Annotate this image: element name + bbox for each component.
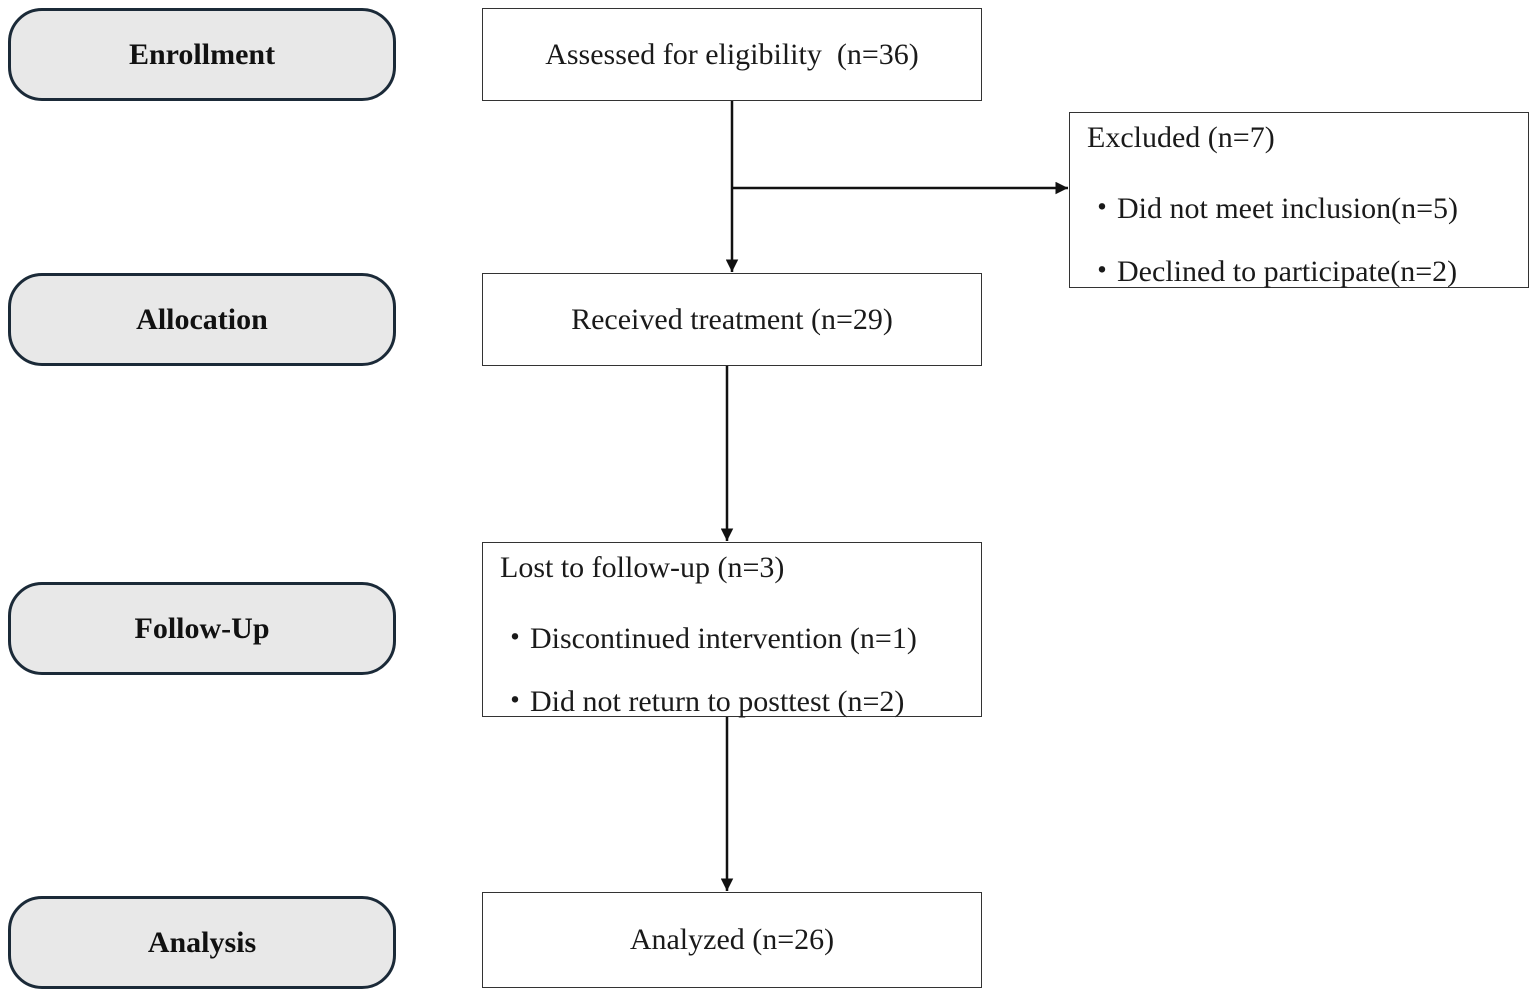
lost-item-2: ・Did not return to posttest (n=2) [500, 685, 905, 718]
excluded-box: Excluded (n=7) ・Did not meet inclusion(n… [1069, 112, 1529, 288]
stage-allocation: Allocation [8, 273, 396, 366]
analyzed-text: Analyzed (n=26) [629, 923, 835, 956]
assessed-box: Assessed for eligibility (n=36) [482, 8, 982, 101]
stage-allocation-label: Allocation [136, 302, 268, 336]
lost-title: Lost to follow-up (n=3) [500, 551, 785, 584]
stage-analysis-label: Analysis [147, 925, 257, 959]
lost-item-1: ・Discontinued intervention (n=1) [500, 622, 917, 655]
stage-enrollment-label: Enrollment [128, 37, 276, 71]
stage-follow-up-label: Follow-Up [134, 611, 270, 645]
excluded-item-1: ・Did not meet inclusion(n=5) [1087, 192, 1459, 225]
lost-box: Lost to follow-up (n=3) ・Discontinued in… [482, 542, 982, 718]
analyzed-box: Analyzed (n=26) [482, 892, 982, 988]
stage-follow-up: Follow-Up [8, 582, 396, 675]
received-text: Received treatment (n=29) [571, 302, 893, 336]
stage-analysis: Analysis [8, 896, 396, 989]
excluded-item-2: ・Declined to participate(n=2) [1087, 255, 1458, 288]
excluded-title: Excluded (n=7) [1087, 121, 1275, 154]
stage-enrollment: Enrollment [8, 8, 396, 101]
received-box: Received treatment (n=29) [482, 273, 982, 366]
assessed-text: Assessed for eligibility (n=36) [545, 37, 919, 71]
